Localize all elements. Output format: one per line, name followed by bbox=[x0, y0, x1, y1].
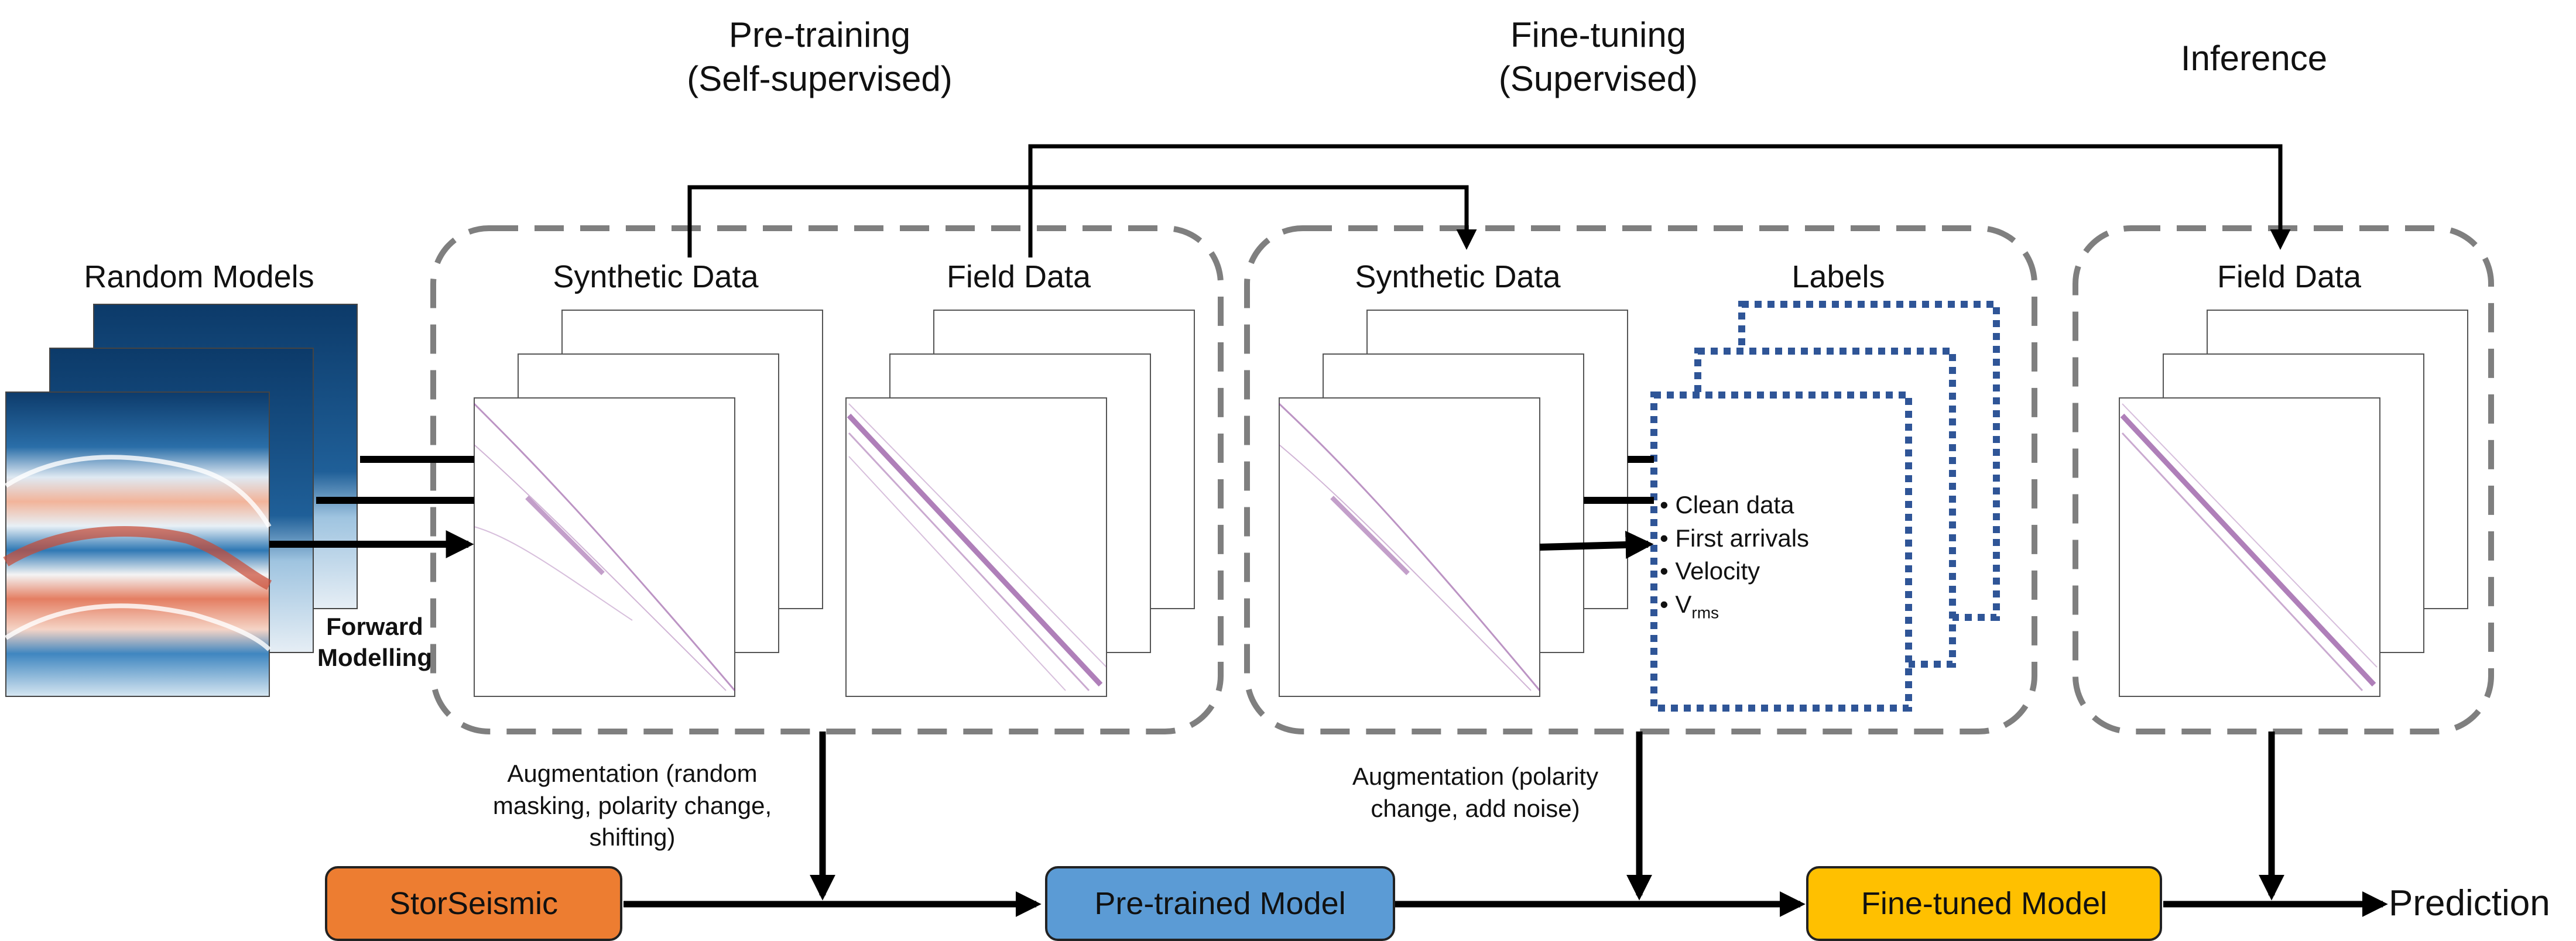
finetuning-subtitle-text: (Supervised) bbox=[1498, 59, 1698, 98]
pretrained-model-label: Pre-trained Model bbox=[1094, 886, 1346, 921]
storseismic-box: StorSeismic bbox=[325, 866, 622, 941]
finetuning-synthetic-label: Synthetic Data bbox=[1355, 259, 1561, 294]
inference-title-text: Inference bbox=[2180, 39, 2328, 78]
finetuning-synthetic-gathers bbox=[1278, 310, 1628, 697]
pretraining-augmentation-text: Augmentation (random masking, polarity c… bbox=[492, 760, 772, 851]
pretraining-title-text: Pre-training bbox=[728, 15, 911, 54]
label-item-clean-data: • Clean data bbox=[1660, 491, 1794, 518]
forward-modelling-line-1: Forward bbox=[326, 613, 423, 640]
storseismic-label: StorSeismic bbox=[389, 886, 559, 921]
labels-stack bbox=[1650, 301, 2000, 712]
synthetic-to-finetuning-connector bbox=[687, 185, 1477, 257]
inference-title: Inference bbox=[2108, 36, 2400, 80]
finetuning-augmentation-text: Augmentation (polarity change, add noise… bbox=[1352, 763, 1599, 822]
random-models-label: Random Models bbox=[84, 259, 314, 294]
pretraining-synthetic-label: Synthetic Data bbox=[553, 259, 759, 294]
label-arrow-3 bbox=[1539, 531, 1654, 559]
model-layer-1 bbox=[4, 455, 272, 528]
random-models-stack bbox=[3, 304, 358, 697]
finetuned-model-label: Fine-tuned Model bbox=[1861, 886, 2108, 921]
label-item-vrms: • Vrms bbox=[1660, 590, 1719, 622]
pretraining-title: Pre-training (Self-supervised) bbox=[644, 13, 995, 101]
pretraining-synthetic-gathers bbox=[473, 310, 823, 697]
field-to-inference-connector bbox=[1028, 144, 2291, 257]
finetuning-title: Fine-tuning (Supervised) bbox=[1423, 13, 1774, 101]
pretraining-field-gathers bbox=[845, 310, 1195, 697]
model-layer-2 bbox=[3, 526, 272, 590]
pretrained-model-box: Pre-trained Model bbox=[1045, 866, 1395, 941]
inference-panel bbox=[2073, 225, 2494, 734]
label-item-first-arrivals: • First arrivals bbox=[1660, 524, 1810, 552]
model-layer-3 bbox=[4, 603, 271, 651]
pretraining-panel bbox=[430, 225, 1224, 734]
finetuned-model-box: Fine-tuned Model bbox=[1806, 866, 2162, 941]
pretraining-field-label: Field Data bbox=[946, 259, 1091, 294]
pretraining-subtitle-text: (Self-supervised) bbox=[687, 59, 953, 98]
prediction-label: Prediction bbox=[2389, 883, 2550, 923]
forward-modelling-label: Forward Modelling bbox=[287, 612, 463, 673]
inference-field-label: Field Data bbox=[2217, 259, 2362, 294]
finetuning-labels-label: Labels bbox=[1791, 259, 1885, 294]
labels-bullet-list: • Clean data • First arrivals • Velocity… bbox=[1660, 489, 1809, 624]
label-item-velocity: • Velocity bbox=[1660, 557, 1760, 585]
inference-field-gathers bbox=[2119, 310, 2468, 697]
finetuning-title-text: Fine-tuning bbox=[1510, 15, 1687, 54]
forward-modelling-line-2: Modelling bbox=[317, 643, 432, 671]
